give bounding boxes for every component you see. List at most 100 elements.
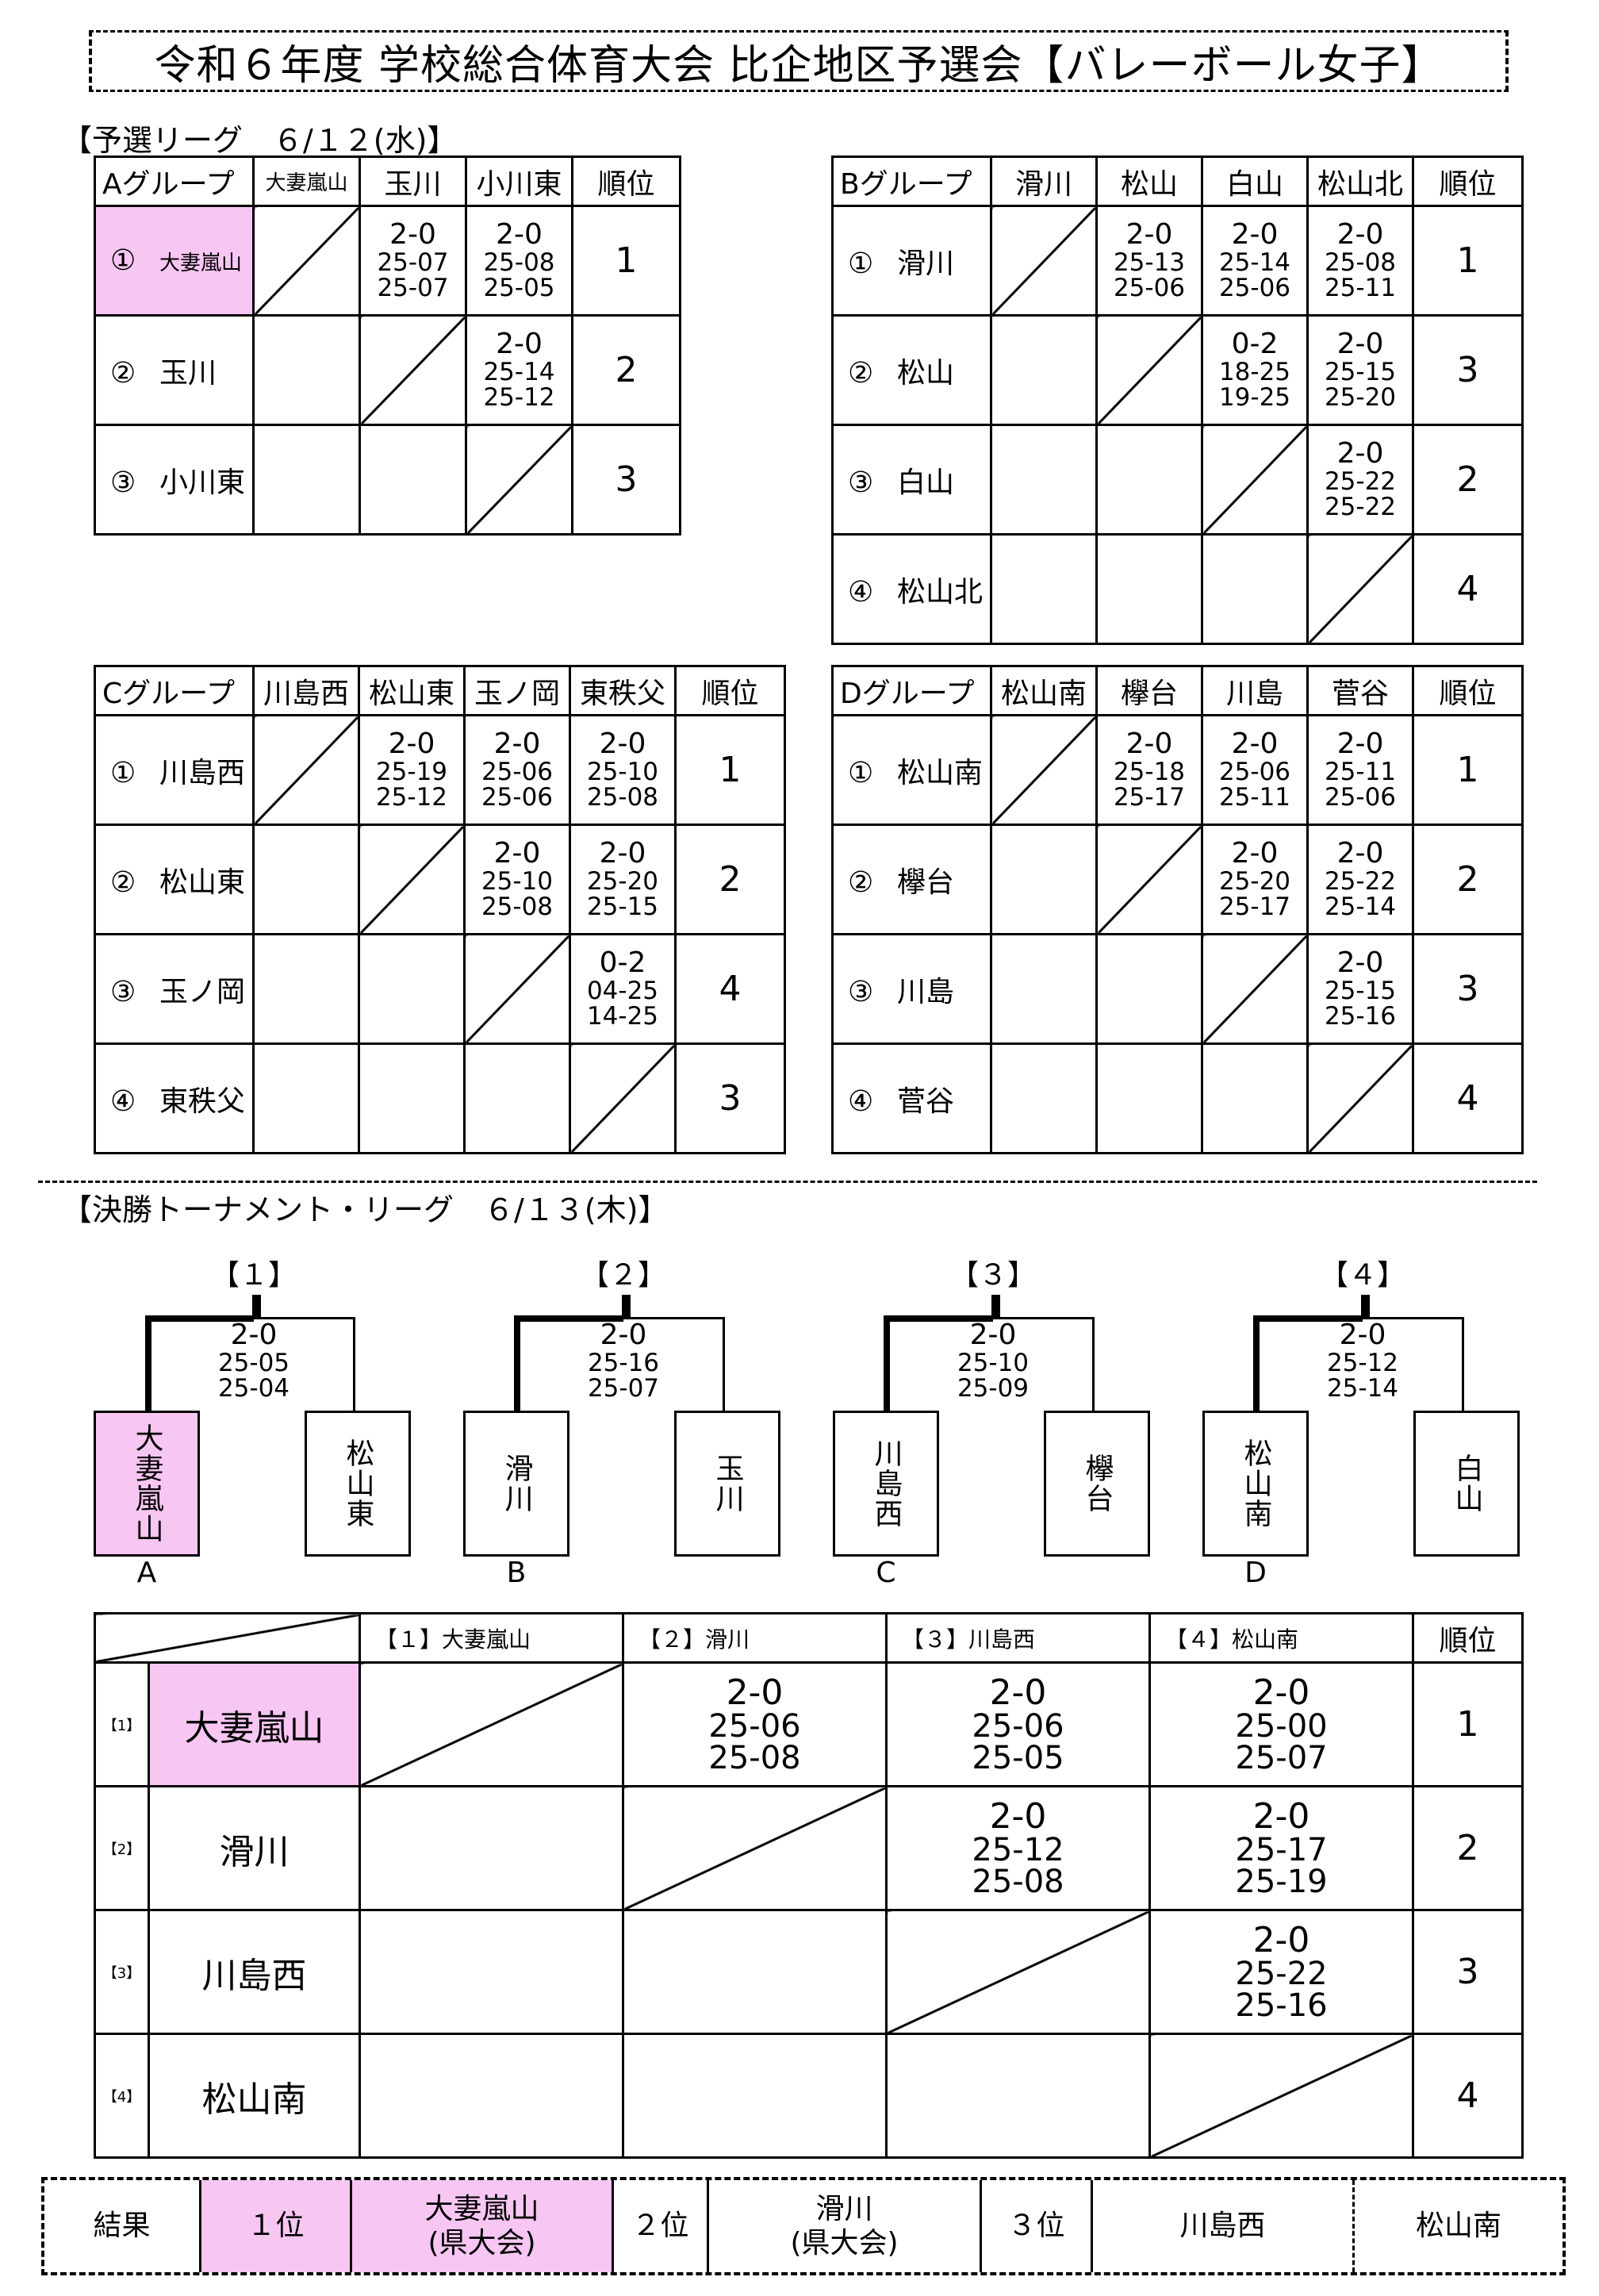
empty-cell [1095,424,1203,536]
bracket-winner-line [145,1315,254,1411]
group-d-col-3: 川島 [1201,665,1309,716]
final-team-name: 大妻嵐山 [148,1661,361,1787]
diagonal-cell [1148,2033,1414,2159]
bracket-winner-line [884,1315,993,1411]
group-a-col-2: 玉川 [359,155,467,207]
diagonal-cell [465,424,573,536]
diagonal-cell [463,933,571,1045]
group-d-header: Dグループ [831,665,992,716]
final-team-name: 松山南 [148,2033,361,2159]
rank-cell: 1 [571,205,681,317]
diagonal-cell [990,714,1098,826]
bracket-label: 【４】 [1319,1259,1405,1292]
empty-cell [990,424,1098,536]
diagonal-cell [622,1785,888,1911]
final-row-index: 【2】 [94,1785,150,1911]
diagonal-cell [569,1042,677,1154]
diagonal-cell [252,205,361,317]
diagonal-cell [1201,933,1309,1045]
result-label: 結果 [44,2180,201,2272]
result-first-team: 大妻嵐山(県大会) [352,2180,614,2272]
empty-cell [1095,533,1203,645]
rank-cell: 4 [674,933,786,1045]
empty-cell [990,933,1098,1045]
empty-cell [990,533,1098,645]
rank-cell: 4 [1412,533,1524,645]
empty-cell [990,1042,1098,1154]
bracket-loser-line [1361,1317,1464,1411]
group-d-col-rank: 順位 [1412,665,1524,716]
bracket-team: 白山 [1413,1411,1520,1557]
bracket-team: 玉川 [674,1411,780,1557]
bracket-label: 【３】 [949,1259,1036,1292]
rank-cell: 4 [1412,1042,1524,1154]
bracket-winner-line [514,1315,623,1411]
empty-cell [1095,1042,1203,1154]
empty-cell [252,1042,360,1154]
prelim-heading: 【予選リーグ ６/１２(水)】 [62,123,458,158]
group-c-col-1: 川島西 [252,665,360,716]
rank-cell: 2 [1412,824,1524,935]
empty-cell [622,2033,888,2159]
bracket-team-winner: 大妻嵐山 [94,1411,200,1557]
group-d-col-2: 欅台 [1095,665,1203,716]
bracket-loser-line [252,1317,355,1411]
diagonal-cell [990,205,1098,317]
final-team-name: 滑川 [148,1785,361,1911]
result-third-label: ３位 [982,2180,1093,2272]
bracket-label: 【２】 [580,1259,666,1292]
final-col-4: 【４】松山南 [1148,1612,1414,1664]
corner-diagonal [94,1612,361,1664]
group-d-col-4: 菅谷 [1306,665,1414,716]
rank-cell: 4 [1412,2033,1524,2159]
rank-cell: 3 [1412,314,1524,426]
result-first-label: １位 [201,2180,352,2272]
group-a-header: Aグループ [94,155,255,207]
diagonal-cell [358,824,466,935]
result-bar: 結果 １位 大妻嵐山(県大会) ２位 滑川(県大会) ３位 川島西 松山南 [41,2177,1566,2275]
empty-cell [622,1909,888,2035]
group-a-col-1: 大妻嵐山 [252,155,361,207]
empty-cell [252,824,360,935]
final-team-name: 川島西 [148,1909,361,2035]
group-a-col-rank: 順位 [571,155,681,207]
group-b-col-3: 白山 [1201,155,1309,207]
final-col-rank: 順位 [1412,1612,1524,1664]
diagonal-cell [1201,424,1309,536]
rank-cell: 3 [1412,933,1524,1045]
rank-cell: 1 [1412,714,1524,826]
diagonal-cell [1095,314,1203,426]
